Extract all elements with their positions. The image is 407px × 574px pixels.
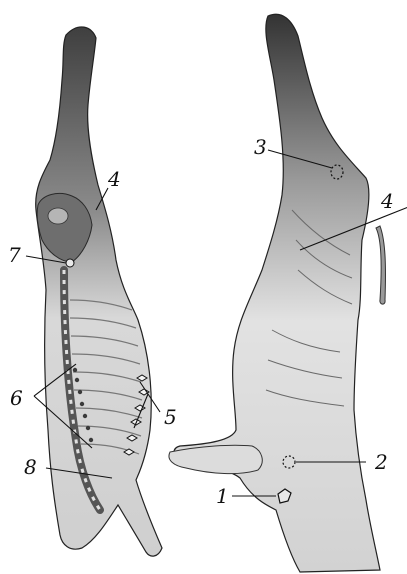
callout-4-left: 4 xyxy=(107,167,121,191)
right-carcass-outline xyxy=(174,14,380,572)
callout-7: 7 xyxy=(8,243,21,267)
point-7-marker xyxy=(66,259,74,267)
callout-1: 1 xyxy=(216,484,229,508)
callout-6: 6 xyxy=(10,386,23,410)
callout-5: 5 xyxy=(164,405,177,429)
right-foreleg xyxy=(169,445,262,473)
callout-2: 2 xyxy=(374,450,388,474)
right-flank-strip xyxy=(376,226,385,304)
callout-4-right: 4 xyxy=(380,189,394,213)
left-half-carcass xyxy=(36,27,162,556)
right-half-carcass xyxy=(169,14,386,572)
left-shoulder-highlight xyxy=(48,208,68,224)
callout-3: 3 xyxy=(254,135,267,159)
left-carcass-outline xyxy=(36,27,162,556)
callout-8: 8 xyxy=(24,455,37,479)
